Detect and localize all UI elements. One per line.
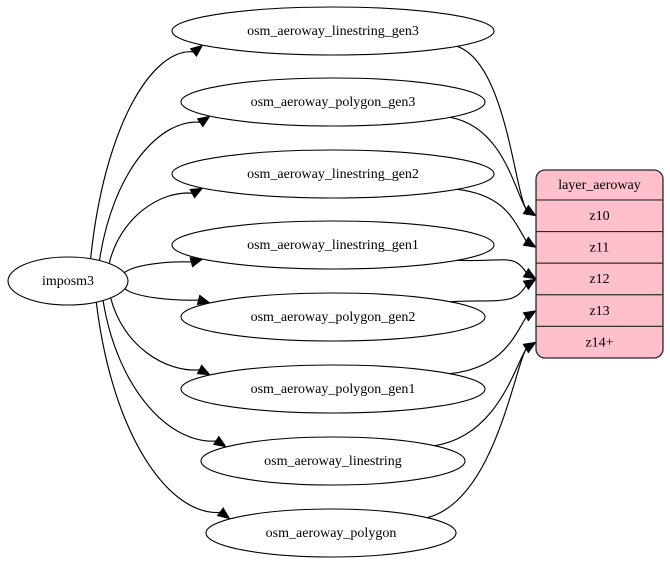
table-row-z11[interactable] (536, 231, 663, 264)
arrowhead-to-z12 (522, 267, 537, 280)
arrowhead-to-z11 (522, 236, 537, 248)
node-osm_aeroway_linestring_gen1[interactable]: osm_aeroway_linestring_gen1 (171, 220, 495, 270)
table-header-label: layer_aeroway (558, 178, 640, 193)
arrowhead-to-osm_aeroway_polygon_gen1 (196, 364, 211, 376)
edges-layer (90, 44, 537, 520)
edge-osm_aeroway_polygon_gen1-to-z13 (450, 310, 537, 375)
node-label: osm_aeroway_linestring (264, 454, 402, 469)
arrowhead-to-osm_aeroway_polygon_gen3 (196, 115, 211, 128)
table-row-z14+[interactable] (536, 325, 663, 358)
edge-imposm3-to-osm_aeroway_linestring_gen1 (123, 257, 204, 274)
table-row-label-z10: z10 (589, 209, 609, 224)
node-osm_aeroway_linestring_gen2[interactable]: osm_aeroway_linestring_gen2 (171, 149, 495, 199)
node-osm_aeroway_linestring[interactable]: osm_aeroway_linestring (200, 436, 466, 486)
arrowhead-to-osm_aeroway_linestring_gen3 (189, 44, 204, 58)
node-label: osm_aeroway_polygon (266, 526, 397, 541)
table-header-cell (536, 170, 663, 201)
arrowhead-to-z12 (522, 278, 537, 291)
layer-aeroway-table: layer_aeroway z10 z11 z12 z13 z14+ (535, 169, 664, 359)
node-label: osm_aeroway_linestring_gen3 (247, 24, 419, 39)
arrowhead-to-z10 (522, 204, 537, 217)
node-imposm3[interactable]: imposm3 (7, 256, 129, 306)
nodes-layer: imposm3 osm_aeroway_linestring_gen3 osm_ae… (7, 6, 495, 558)
node-label: osm_aeroway_polygon_gen2 (251, 310, 416, 325)
edge-osm_aeroway_linestring_gen1-to-z12 (457, 259, 537, 280)
edge-imposm3-to-osm_aeroway_linestring_gen2 (108, 187, 204, 265)
edge-imposm3-to-osm_aeroway_polygon (95, 301, 231, 520)
node-label: osm_aeroway_polygon_gen3 (251, 95, 416, 110)
node-label: osm_aeroway_linestring_gen2 (247, 167, 419, 182)
arrowhead-to-osm_aeroway_polygon (216, 507, 231, 520)
edge-imposm3-to-osm_aeroway_linestring_gen3 (90, 44, 204, 260)
edge-osm_aeroway_linestring_gen2-to-z11 (456, 188, 537, 248)
arrowhead-to-z13 (522, 310, 537, 322)
node-label: osm_aeroway_polygon_gen1 (251, 382, 416, 397)
edge-osm_aeroway_polygon-to-z14+ (427, 341, 537, 519)
node-osm_aeroway_polygon[interactable]: osm_aeroway_polygon (205, 508, 457, 558)
node-label: osm_aeroway_linestring_gen1 (247, 238, 419, 253)
arrowhead-to-z14+ (522, 341, 537, 354)
edge-osm_aeroway_polygon_gen2-to-z12 (450, 278, 537, 303)
table-row-label-z12: z12 (589, 272, 609, 287)
table-row-label-z14+: z14+ (585, 335, 613, 350)
node-osm_aeroway_linestring_gen3[interactable]: osm_aeroway_linestring_gen3 (171, 6, 495, 56)
edge-imposm3-to-osm_aeroway_polygon_gen2 (123, 287, 211, 306)
node-osm_aeroway_polygon_gen2[interactable]: osm_aeroway_polygon_gen2 (180, 292, 486, 342)
table-border (535, 169, 664, 359)
arrowhead-to-osm_aeroway_linestring (212, 435, 227, 448)
edge-imposm3-to-osm_aeroway_polygon_gen3 (98, 115, 211, 262)
edge-imposm3-to-osm_aeroway_linestring (102, 299, 227, 448)
edge-osm_aeroway_polygon_gen3-to-z10 (450, 116, 537, 217)
table-row-label-z11: z11 (590, 241, 610, 256)
edge-osm_aeroway_linestring_gen3-to-z10 (456, 45, 537, 217)
edge-imposm3-to-osm_aeroway_polygon_gen1 (109, 297, 211, 376)
arrowhead-to-osm_aeroway_linestring_gen2 (189, 187, 204, 199)
table-row-label-z13: z13 (589, 304, 609, 319)
table-row-z10[interactable] (536, 199, 663, 233)
node-osm_aeroway_polygon_gen3[interactable]: osm_aeroway_polygon_gen3 (180, 77, 486, 127)
node-osm_aeroway_polygon_gen1[interactable]: osm_aeroway_polygon_gen1 (180, 364, 486, 414)
node-label: imposm3 (42, 274, 94, 289)
